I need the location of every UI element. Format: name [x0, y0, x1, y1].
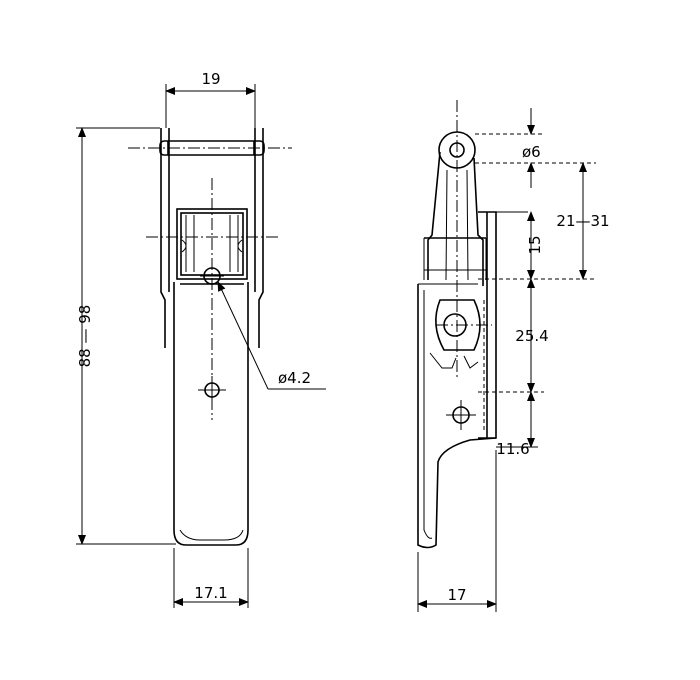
dim-88-98: 88 — 98	[76, 305, 94, 368]
dim-17-1: 17.1	[194, 584, 227, 602]
dim-pin-6: ø6	[522, 143, 541, 161]
dim-11-6: 11.6	[496, 440, 529, 458]
dim-15: 15	[526, 235, 544, 254]
front-view: 19 88 — 98 ø4.2 17.1	[76, 70, 326, 608]
dim-19: 19	[201, 70, 220, 88]
dim-hole-4-2: ø4.2	[278, 369, 311, 387]
dim-25-4: 25.4	[515, 327, 548, 345]
dim-21-31: 21—31	[556, 212, 609, 230]
side-view: ø6 21—31 15 25.4 11.6 17	[417, 100, 610, 612]
dim-17: 17	[447, 586, 466, 604]
